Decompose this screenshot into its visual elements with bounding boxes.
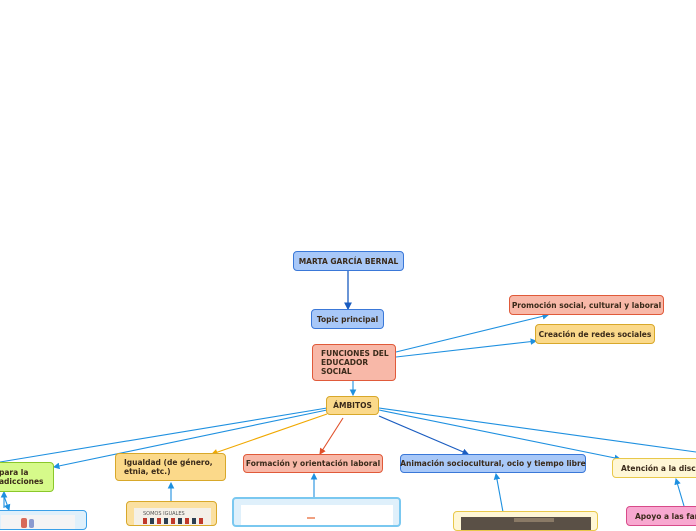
image-adicciones-photo — [1, 515, 75, 529]
image-igualdad-people — [143, 518, 203, 524]
mind-map-canvas: MARTA GARCÍA BERNAL Topic principal FUNC… — [0, 251, 696, 531]
node-redes[interactable]: Creación de redes sociales — [535, 324, 655, 344]
edge-ambitos-animacion — [378, 415, 470, 455]
image-formacion-mark — [307, 517, 315, 519]
node-animacion[interactable]: Animación sociocultural, ocio y tiempo l… — [400, 454, 586, 473]
node-topic-label: Topic principal — [316, 314, 379, 324]
image-adicciones-figure2 — [29, 519, 34, 528]
edge-ambitos-adicciones — [52, 409, 328, 470]
node-igualdad-line2: etnia, etc.) — [124, 467, 171, 476]
node-animacion-label: Animación sociocultural, ocio y tiempo l… — [400, 459, 586, 468]
node-discapacidad-label: Atención a la discap — [621, 463, 696, 473]
node-topic[interactable]: Topic principal — [311, 309, 384, 329]
node-funciones-line3: SOCIAL — [321, 367, 352, 376]
edge-ambitos-formacion — [319, 417, 344, 455]
node-funciones-line1: FUNCIONES DEL — [321, 349, 389, 358]
edge-ambitos-igualdad — [210, 413, 328, 456]
edge-ambitos-offleft — [0, 407, 328, 463]
node-discapacidad[interactable]: Atención a la discap — [612, 458, 696, 478]
node-promocion[interactable]: Promoción social, cultural y laboral — [509, 295, 664, 315]
image-formacion[interactable] — [232, 497, 401, 527]
node-adicciones-line1: para la — [0, 468, 29, 477]
image-adicciones[interactable] — [0, 510, 87, 530]
image-animacion-highlight — [514, 518, 554, 522]
node-author[interactable]: MARTA GARCÍA BERNAL — [293, 251, 404, 271]
image-igualdad[interactable]: SOMOS IGUALES — [126, 501, 217, 526]
node-adicciones-line2: adicciones — [0, 477, 44, 486]
connector-lines — [0, 271, 696, 513]
node-ambitos-label: ÁMBITOS — [333, 401, 372, 410]
image-animacion[interactable] — [453, 511, 598, 531]
node-igualdad-line1: Igualdad (de género, — [124, 458, 213, 467]
node-familias-label: Apoyo a las fam — [635, 511, 696, 521]
image-formacion-photo — [241, 505, 393, 525]
edge-funciones-redes — [395, 338, 538, 358]
edge-discapacidad-familias — [674, 477, 685, 507]
node-igualdad[interactable]: Igualdad (de género, etnia, etc.) — [115, 453, 226, 481]
edge-ambitos-discapacidad — [378, 409, 622, 462]
node-adicciones[interactable]: para la adicciones — [0, 462, 54, 492]
edge-ambitos-offright — [378, 407, 696, 453]
edge-adicciones-image-down — [3, 495, 11, 512]
node-redes-label: Creación de redes sociales — [538, 329, 652, 339]
node-promocion-label: Promoción social, cultural y laboral — [511, 300, 662, 310]
image-igualdad-caption: SOMOS IGUALES — [143, 511, 185, 517]
edge-funciones-promocion — [395, 313, 550, 353]
node-funciones[interactable]: FUNCIONES DEL EDUCADOR SOCIAL — [312, 344, 396, 381]
node-formacion-label: Formación y orientación laboral — [245, 459, 381, 468]
node-ambitos[interactable]: ÁMBITOS — [326, 396, 379, 415]
node-formacion[interactable]: Formación y orientación laboral — [243, 454, 383, 473]
node-author-label: MARTA GARCÍA BERNAL — [298, 256, 399, 266]
node-funciones-line2: EDUCADOR — [321, 358, 369, 367]
edge-animacion-image — [493, 472, 504, 513]
node-familias[interactable]: Apoyo a las fam — [626, 506, 696, 526]
